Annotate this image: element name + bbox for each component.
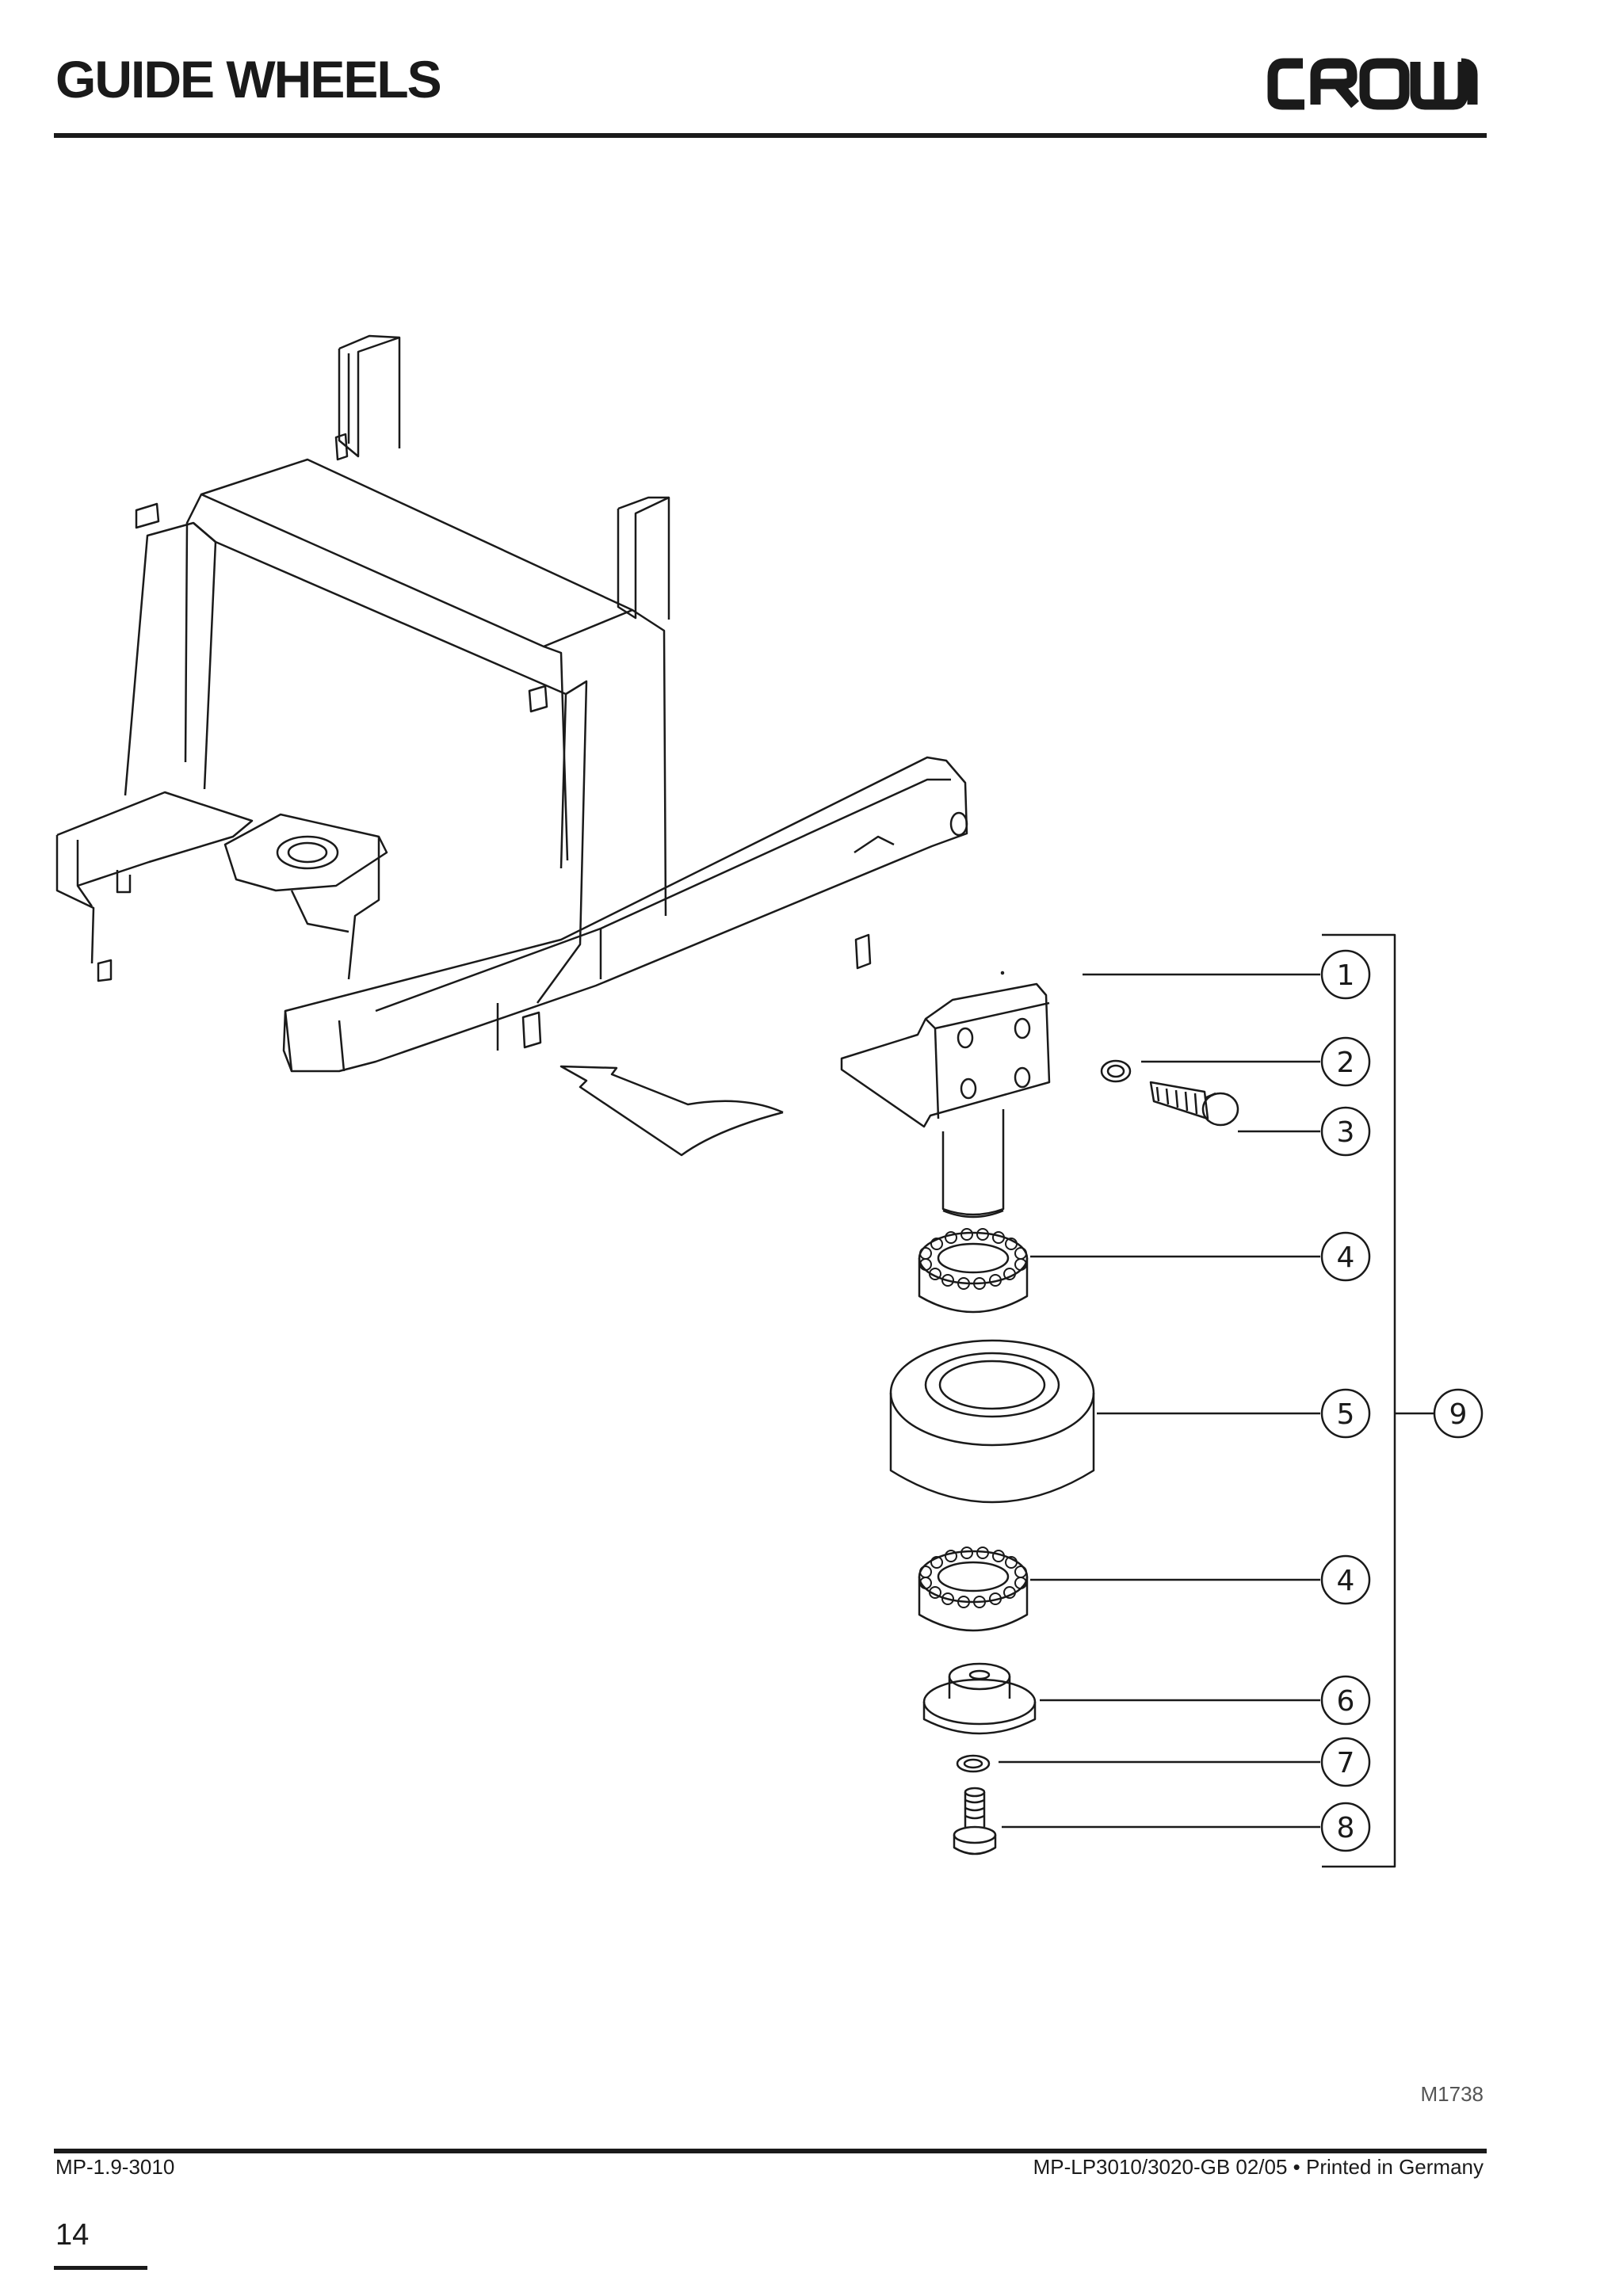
crown-logo xyxy=(1267,58,1478,110)
footer-doc-code: MP-1.9-3010 xyxy=(55,2155,175,2179)
callout-7: 7 xyxy=(1337,1747,1355,1779)
callout-3: 3 xyxy=(1337,1116,1355,1149)
callout-8: 8 xyxy=(1337,1812,1355,1844)
callout-9: 9 xyxy=(1449,1398,1468,1431)
page-number-rule xyxy=(54,2266,147,2270)
part-bolt-3 xyxy=(1149,1081,1239,1127)
footer-rule xyxy=(54,2149,1487,2153)
callout-4-lower: 4 xyxy=(1337,1565,1355,1597)
callout-1: 1 xyxy=(1337,959,1355,992)
part-screw-8 xyxy=(953,1787,997,1855)
header-rule xyxy=(54,133,1487,138)
page-title: GUIDE WHEELS xyxy=(55,50,442,109)
chassis-frame xyxy=(55,334,968,1073)
parts-drawing: 1 2 3 4 5 4 6 7 8 9 xyxy=(55,334,1484,1868)
part-bearing-upper xyxy=(918,1228,1029,1314)
assembly-arrow xyxy=(559,1065,784,1157)
part-bearing-lower xyxy=(918,1547,1029,1632)
figure-reference: M1738 xyxy=(1420,2082,1484,2106)
part-cap-6 xyxy=(922,1662,1037,1735)
part-wheel xyxy=(889,1339,1095,1504)
part-bracket-axle xyxy=(840,971,1051,1219)
footer-edition: MP-LP3010/3020-GB 02/05 • Printed in Ger… xyxy=(1033,2155,1484,2179)
part-washer-2 xyxy=(1100,1059,1132,1083)
callout-2: 2 xyxy=(1337,1047,1355,1079)
callout-4-upper: 4 xyxy=(1337,1241,1355,1274)
callout-5: 5 xyxy=(1337,1398,1355,1431)
page-number: 14 xyxy=(55,2218,90,2252)
part-washer-7 xyxy=(956,1754,991,1773)
callout-6: 6 xyxy=(1337,1685,1355,1718)
